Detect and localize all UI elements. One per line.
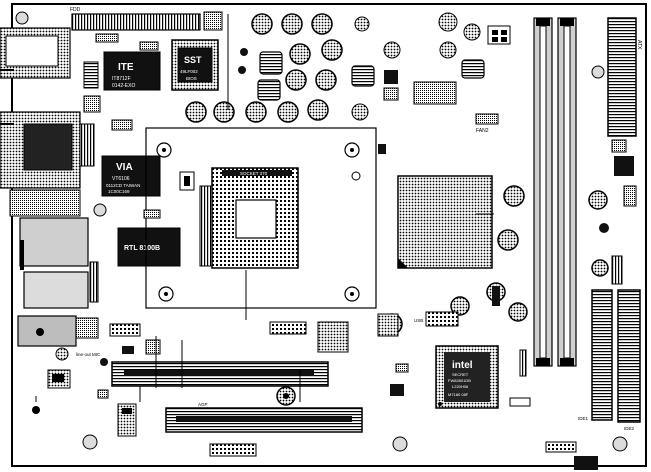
mount-hole	[612, 436, 628, 452]
crystal	[377, 313, 399, 337]
capacitor-array-top	[185, 12, 481, 123]
chip-intel-brand: intel	[452, 360, 473, 371]
audio-header-area: line-out MIC	[75, 317, 161, 366]
panel-header	[545, 441, 577, 453]
clear-cmos-jumper	[509, 397, 531, 407]
chip-via: VIA VT6106 0112CD TAIWAN 1C00C169	[101, 155, 161, 197]
rear-io-panel	[0, 27, 89, 361]
chip-rtl: RTL 8100B	[117, 227, 181, 267]
audio-jack-block	[17, 315, 77, 347]
com2-header	[79, 123, 95, 167]
small-part-right	[611, 139, 627, 153]
header-right	[623, 185, 637, 207]
bottom-header	[209, 443, 257, 457]
chip-ite-line1: IT8712F	[112, 76, 131, 82]
usb-front-header	[89, 261, 99, 303]
bottom-small-part	[97, 389, 109, 399]
fdd-connector: FDD	[70, 7, 223, 31]
cmos-battery	[32, 406, 40, 414]
northbridge-chip	[397, 175, 494, 269]
jumper-fdd	[95, 33, 119, 43]
chip-intel-line4: M7180 08F	[448, 392, 469, 397]
cd-in-header	[75, 317, 99, 339]
mount-hole	[93, 203, 107, 217]
ide1-connector	[591, 289, 613, 421]
pci-slots: AGP	[111, 361, 363, 433]
audio-jack-mic-icon	[55, 347, 69, 361]
mount-hole	[82, 434, 98, 450]
chip-sst-bios: SST 49LF002 BIOS	[171, 39, 219, 91]
front-panel-header	[269, 321, 307, 335]
small-header	[492, 286, 500, 306]
atx-power-connector: ATX	[607, 17, 642, 137]
inductor-coils	[257, 51, 485, 101]
mount-hole	[392, 436, 408, 452]
aux-header	[109, 323, 141, 337]
fan1-header	[111, 119, 133, 131]
chip-rtl-line1: RTL 8100B	[124, 245, 160, 252]
chip-intel-line3: L220H06	[452, 384, 469, 389]
small-chip-2	[143, 209, 161, 219]
chip-sst-line2: BIOS	[186, 76, 197, 81]
fdd-label: FDD	[70, 7, 81, 13]
jumper-right	[611, 255, 623, 285]
cpu-fan-header	[378, 144, 386, 154]
ide2-connector	[617, 289, 641, 423]
chip-sst-brand: SST	[184, 55, 202, 65]
usb-label: USB	[414, 318, 423, 323]
chip-ite-brand: ITE	[118, 62, 134, 73]
mount-hole	[15, 11, 29, 25]
chip-intel-line2: FW82801DB	[448, 378, 471, 383]
battery-jumper	[390, 384, 404, 396]
line-out-label: line-out MIC	[76, 352, 101, 357]
small-chip	[83, 95, 101, 113]
resistor-array	[83, 61, 99, 89]
chip-ite: ITE IT8712F 0142-EXO	[103, 51, 161, 91]
chip-via-brand: VIA	[116, 162, 133, 173]
fan2-header	[475, 113, 499, 125]
agp-label: AGP	[198, 402, 208, 407]
traces	[139, 14, 301, 402]
jumper-top	[139, 41, 159, 51]
cpu-socket-label: SOCKET 370	[240, 171, 268, 176]
bridge-chip-small	[317, 321, 349, 353]
chip-via-line1: VT6106	[112, 176, 130, 182]
southbridge-intel: intel SECRET FW82801DB L220H06 M7180 08F	[435, 345, 499, 409]
audio-jack-icon	[36, 328, 44, 336]
voltage-regulator	[413, 81, 457, 105]
chip-via-line3: 1C00C169	[108, 189, 130, 194]
dimm-slots	[533, 17, 577, 367]
ide1-label: IDE1	[578, 416, 589, 421]
bottom-right-connector	[574, 456, 598, 470]
regulator-right	[614, 156, 634, 176]
small-cap	[395, 363, 409, 373]
mosfet-1	[384, 70, 398, 84]
cpu-socket-area: SOCKET 370	[145, 127, 383, 309]
atx-label: ATX	[636, 40, 642, 50]
mount-hole	[591, 65, 605, 79]
chip-sst-line1: 49LF002	[180, 69, 198, 74]
usb-port-block	[9, 189, 81, 217]
ide-connectors: IDE1 IDE2	[578, 289, 641, 431]
usb-port-stack	[23, 271, 89, 309]
mosfet-2	[383, 87, 399, 101]
chip-via-line2: 0112CD TAIWAN	[106, 183, 140, 188]
chip-intel-line1: SECRET	[452, 372, 469, 377]
audio-jumper	[145, 339, 161, 355]
ide2-label: IDE2	[624, 426, 635, 431]
fan2-label: FAN2	[476, 128, 489, 134]
jumper-small	[519, 349, 527, 377]
lan-port	[19, 217, 89, 267]
usb-header	[425, 311, 459, 327]
chip-ite-line2: 0142-EXO	[112, 83, 135, 89]
